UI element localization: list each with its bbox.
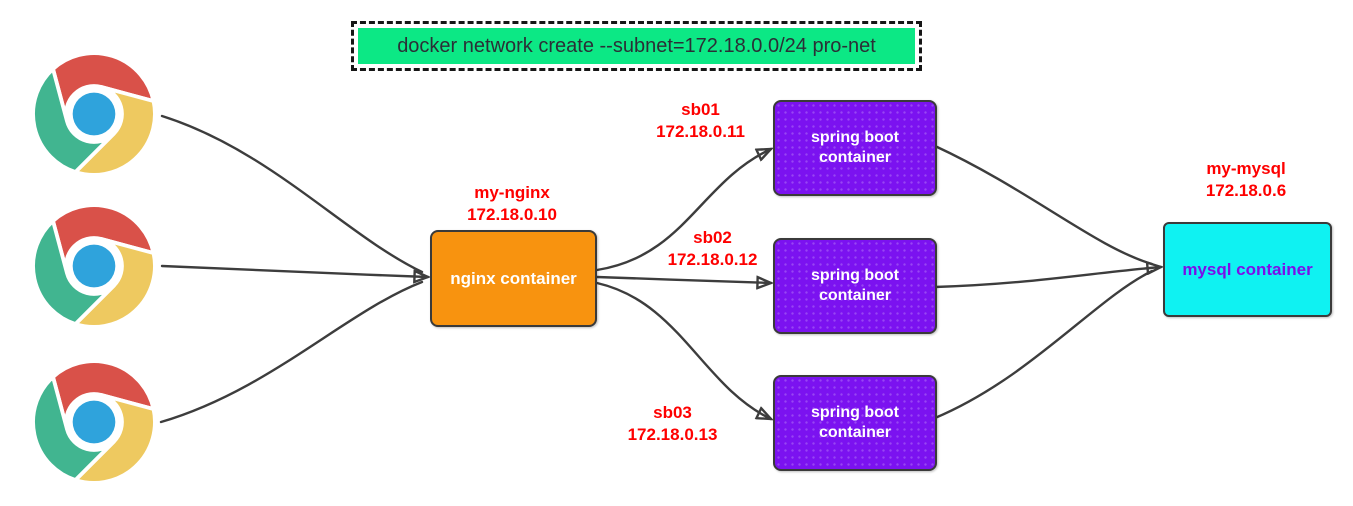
sb02-name: sb02 <box>693 228 732 247</box>
sb03-ip-label: sb03 172.18.0.13 <box>600 402 745 446</box>
mysql-name: my-mysql <box>1206 159 1286 178</box>
springboot-container-node-1: spring boot container <box>773 100 937 196</box>
sb03-ip: 172.18.0.13 <box>627 425 718 444</box>
sb01-name: sb01 <box>681 100 720 119</box>
nginx-container-node: nginx container <box>430 230 597 327</box>
arrow-nginx-to-sb02 <box>595 277 771 283</box>
mysql-ip-label: my-mysql 172.18.0.6 <box>1166 158 1326 202</box>
arrow-client3-to-nginx <box>159 280 424 424</box>
sb1-label-line2: container <box>818 149 891 166</box>
arrow-sb02-to-mysql <box>933 267 1161 289</box>
arrow-nginx-to-sb01 <box>595 149 771 272</box>
arrow-sb01-to-mysql <box>933 144 1154 266</box>
nginx-ip: 172.18.0.10 <box>467 205 557 224</box>
nginx-name: my-nginx <box>474 183 550 202</box>
sb3-label-line1: spring boot <box>811 404 899 421</box>
mysql-container-node: mysql container <box>1163 222 1332 317</box>
nginx-box-label: nginx container <box>450 268 577 288</box>
springboot-container-node-2: spring boot container <box>773 238 937 334</box>
chrome-browser-icon <box>28 48 160 180</box>
arrow-sb03-to-mysql <box>933 269 1154 420</box>
arrow-client1-to-nginx <box>160 114 424 274</box>
chrome-browser-icon <box>28 356 160 488</box>
sb2-label-line2: container <box>818 287 891 304</box>
sb1-label-line1: spring boot <box>811 129 899 146</box>
mysql-box-label: mysql container <box>1182 259 1313 279</box>
sb3-label-line2: container <box>818 424 891 441</box>
sb01-ip: 172.18.0.11 <box>656 122 745 141</box>
springboot-container-node-3: spring boot container <box>773 375 937 471</box>
sb02-ip-label: sb02 172.18.0.12 <box>640 227 785 271</box>
arrow-client2-to-nginx <box>160 264 428 277</box>
docker-network-create-banner: docker network create --subnet=172.18.0.… <box>351 21 922 71</box>
sb01-ip-label: sb01 172.18.0.11 <box>628 99 773 143</box>
arrow-nginx-to-sb03 <box>595 281 771 419</box>
sb03-name: sb03 <box>653 403 692 422</box>
chrome-browser-icon <box>28 200 160 332</box>
nginx-ip-label: my-nginx 172.18.0.10 <box>430 182 594 226</box>
mysql-ip: 172.18.0.6 <box>1205 181 1287 200</box>
sb02-ip: 172.18.0.12 <box>667 250 758 269</box>
sb2-label-line1: spring boot <box>811 267 899 284</box>
